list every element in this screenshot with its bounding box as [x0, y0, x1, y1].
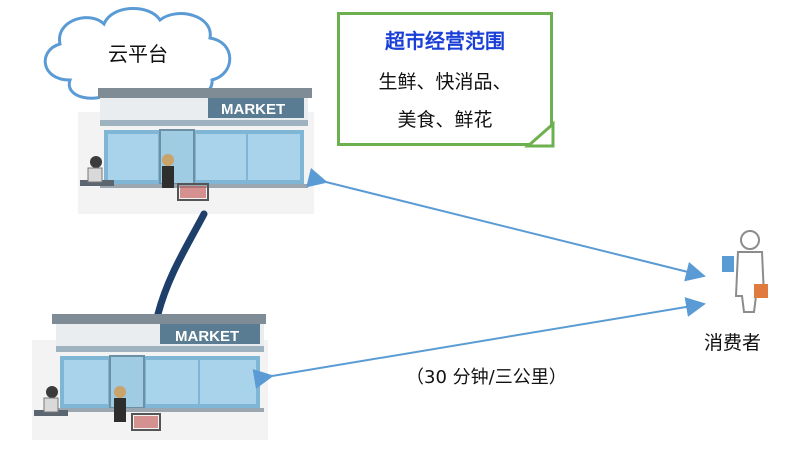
arrow-top-to-consumer — [306, 167, 706, 282]
store-bottom-icon — [32, 314, 268, 440]
business-scope-title: 超市经营范围 — [385, 29, 505, 53]
distance-label: （30 分钟/三公里） — [406, 367, 567, 388]
platform-connector — [154, 210, 208, 318]
consumer-icon — [722, 230, 768, 313]
business-scope-line-1: 生鲜、快消品、 — [378, 71, 512, 93]
cloud-platform-label: 云平台 — [108, 42, 168, 66]
store-top-sign: MARKET — [221, 101, 285, 118]
store-top-icon — [78, 88, 314, 214]
arrow-bottom-to-consumer — [252, 297, 706, 389]
consumer-label: 消费者 — [704, 332, 762, 354]
business-scope-line-2: 美食、鲜花 — [397, 109, 493, 131]
business-scope-box: 超市经营范围 生鲜、快消品、 美食、鲜花 — [337, 12, 553, 146]
store-bottom-sign: MARKET — [175, 328, 239, 345]
